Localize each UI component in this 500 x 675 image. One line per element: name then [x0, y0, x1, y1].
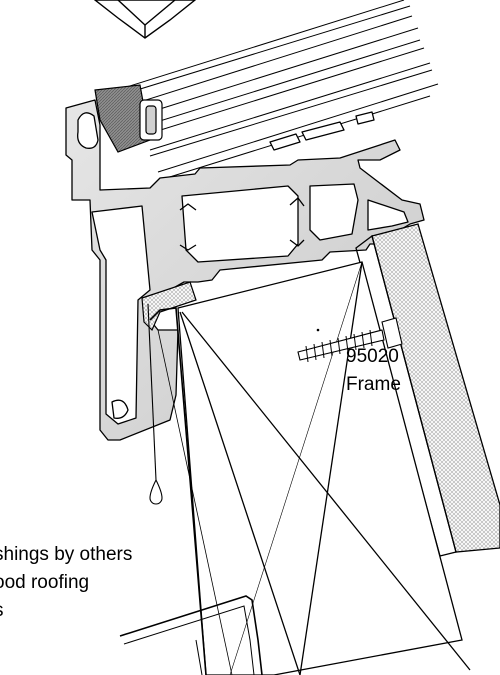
flashing-note-line-2: ood roofing: [0, 572, 90, 593]
flashing-note-line-3: s: [0, 600, 4, 622]
glass-panel: [149, 261, 471, 675]
frame-name-label: Frame: [346, 374, 401, 395]
glazing-bar-lines: [97, 0, 439, 181]
frame-code-label: 95020: [346, 346, 399, 367]
frame-95020-profile: [65, 99, 425, 441]
flashing-note-line-1: shings by others: [0, 544, 133, 565]
top-seal: [94, 84, 163, 153]
drip-drop-icon: [147, 303, 163, 505]
screw-icon: [297, 317, 403, 363]
thermal-break-seal: [141, 281, 197, 332]
reference-dot: [316, 328, 320, 332]
top-glass-corner: [93, 0, 197, 39]
lead-flashing: [119, 595, 263, 675]
